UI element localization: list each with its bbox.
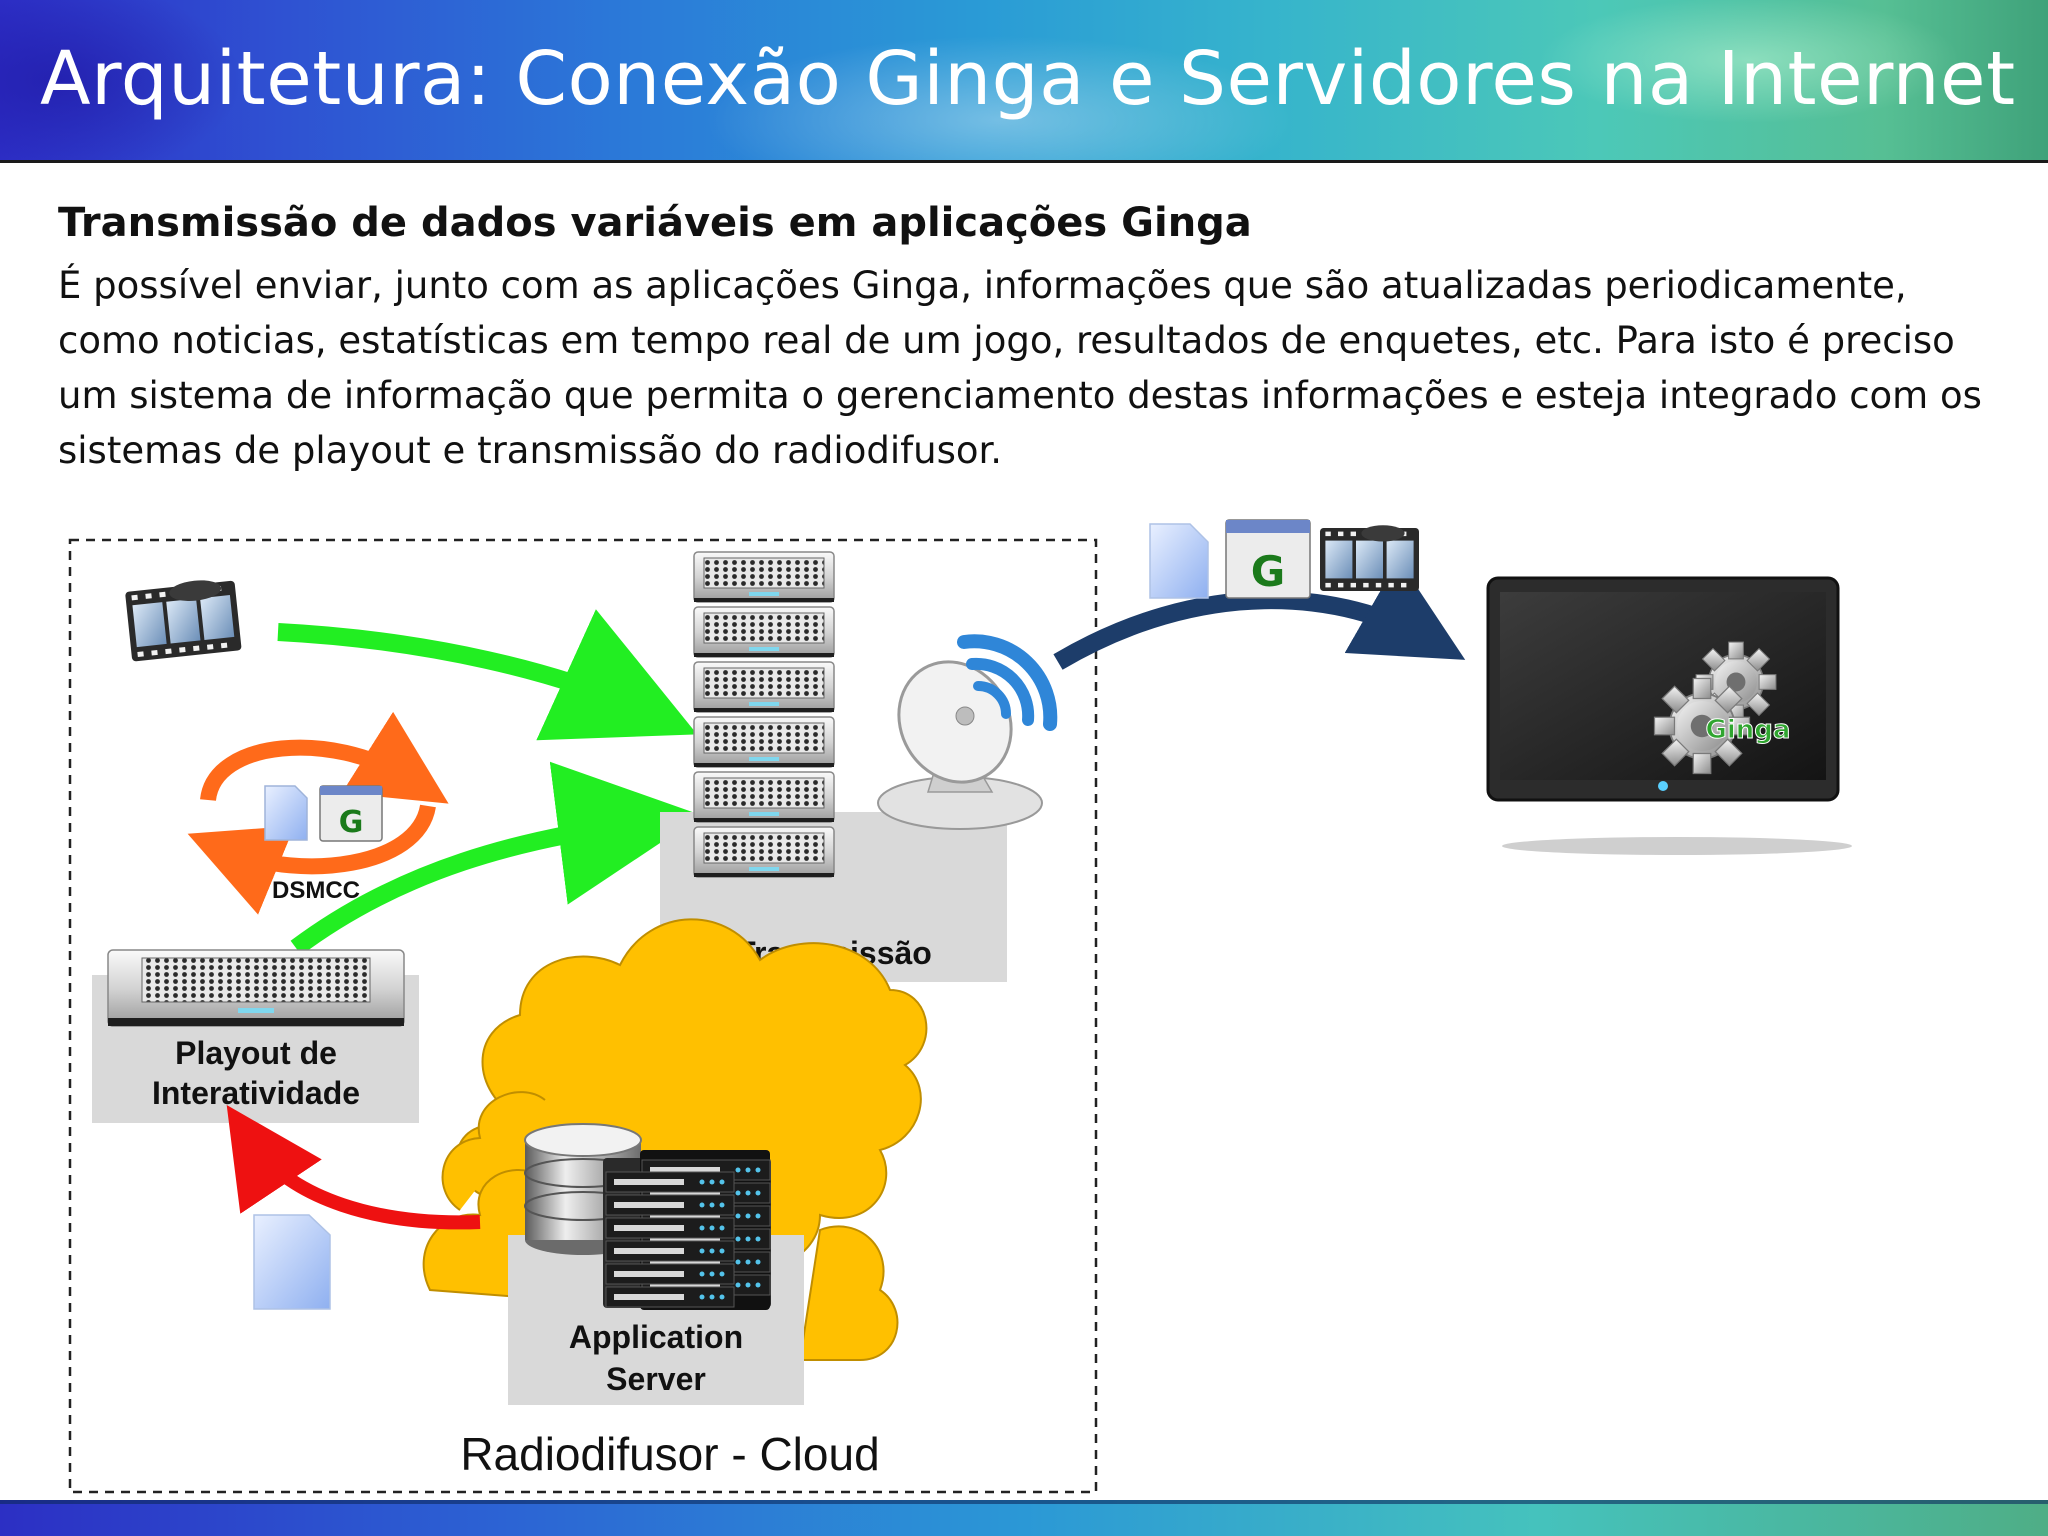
transmission-station: Transmissão: [660, 551, 1058, 982]
title-bar: Arquitetura: Conexão Ginga e Servidores …: [0, 0, 2048, 160]
carousel-arrow-top: [200, 711, 449, 804]
ginga-app-icon: G: [319, 785, 383, 842]
body-paragraph: É possível enviar, junto com as aplicaçõ…: [58, 264, 1982, 472]
server-rack-icon: [107, 949, 405, 1027]
broadcaster-boundary: [68, 538, 1098, 1494]
appserver-to-playout-arrow: [226, 1105, 481, 1230]
tv-ginga-logo: Ginga: [1706, 715, 1791, 745]
ginga-app-icon: G: [1225, 519, 1311, 599]
satellite-dish-icon: [877, 660, 1043, 830]
playout-label-line1: Playout de: [175, 1035, 337, 1071]
document-icon: [253, 1214, 331, 1310]
footer-edge: [0, 1500, 2048, 1504]
title-bar-background: [0, 0, 2048, 160]
section-heading: Transmissão de dados variáveis em aplica…: [58, 200, 1252, 246]
film-strip-icon: [125, 580, 242, 662]
wireless-signal-icon: [957, 634, 1058, 731]
application-server-cloud: Application Server: [422, 918, 928, 1405]
document-icon: [1149, 523, 1209, 599]
dsmcc-label: DSMCC: [272, 877, 360, 904]
slide-title: Arquitetura: Conexão Ginga e Servidores …: [40, 36, 2016, 122]
title-divider: [0, 160, 2048, 163]
svg-text:G: G: [339, 805, 364, 840]
document-icon: [264, 785, 308, 841]
server-rack-icon: [693, 551, 835, 878]
playout-server: Playout de Interatividade: [92, 949, 419, 1123]
server-rack-icon: [603, 1150, 771, 1310]
tv-icon: Ginga: [1486, 576, 1852, 855]
app-server-label-line1: Application: [569, 1319, 743, 1355]
video-to-transmission-arrow: [277, 609, 698, 741]
boundary-label: Radiodifusor - Cloud: [460, 1428, 879, 1480]
broadcast-to-tv-arrow: [1053, 559, 1466, 670]
film-strip-icon: [1320, 525, 1419, 591]
carousel-arrow-bottom: [187, 804, 436, 915]
footer-bar: [0, 1500, 2048, 1536]
svg-text:G: G: [1251, 547, 1285, 596]
playout-to-transmission-arrow: [290, 761, 702, 956]
app-server-label-line2: Server: [606, 1361, 706, 1397]
playout-label-line2: Interatividade: [152, 1075, 360, 1111]
dsmcc-carousel: G DSMCC: [187, 711, 449, 915]
